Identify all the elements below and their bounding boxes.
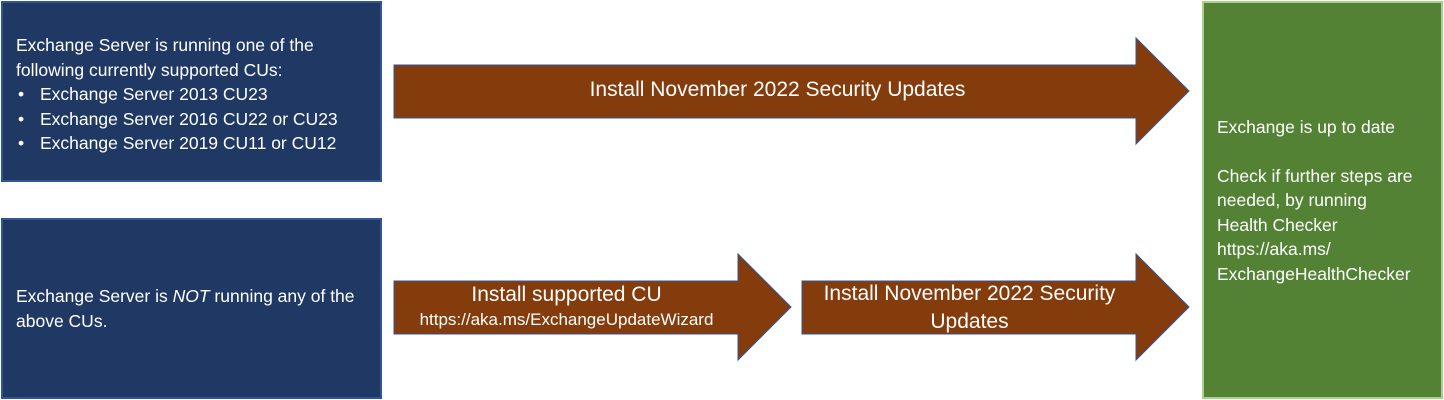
arrow-install-su-after-cu [801,252,1190,362]
arrow-install-cu [393,252,792,362]
up-to-date-result-box: Exchange is up to date Check if further … [1202,1,1443,399]
supported-cu-item: Exchange Server 2016 CU22 or CU23 [16,107,368,132]
install-cu-text: Install supported CU [471,283,662,306]
supported-cu-intro: Exchange Server is running one of the fo… [16,35,314,80]
unsupported-cu-condition-box: Exchange Server is NOT running any of th… [1,218,382,399]
health-checker-link-part[interactable]: https://aka.ms/ [1217,239,1331,259]
arrow-cu-label: Install supported CU https://aka.ms/Exch… [395,282,738,332]
unsupported-text-emphasis: NOT [172,286,210,306]
arrow-su-label: Install November 2022 Security Updates [823,282,1116,333]
unsupported-cu-text: Exchange Server is NOT running any of th… [16,284,368,333]
instruction-line: Health Checker [1217,214,1338,235]
arrow-top-label: Install November 2022 Security Updates [589,78,966,101]
health-checker-link[interactable]: https://aka.ms/ ExchangeHealthChecker [1217,237,1435,286]
spacer [1217,140,1435,164]
update-wizard-link[interactable]: https://aka.ms/ExchangeUpdateWizard [419,310,714,329]
unsupported-text-end: running any of the above CUs. [16,286,355,331]
supported-cu-item: Exchange Server 2019 CU11 or CU12 [16,131,368,156]
instruction-line: Check if further steps are [1217,165,1413,186]
supported-cu-list: Exchange Server 2013 CU23 Exchange Serve… [16,82,368,156]
arrow-install-su-supported [393,36,1190,146]
health-checker-instruction: Check if further steps are needed, by ru… [1217,164,1435,238]
instruction-line: needed, by running [1217,190,1367,210]
supported-cu-condition-box: Exchange Server is running one of the fo… [1,1,382,182]
supported-cu-item: Exchange Server 2013 CU23 [16,82,368,107]
health-checker-link-part[interactable]: ExchangeHealthChecker [1217,263,1411,284]
up-to-date-status: Exchange is up to date [1217,117,1396,137]
unsupported-text-start: Exchange Server is [16,286,173,306]
